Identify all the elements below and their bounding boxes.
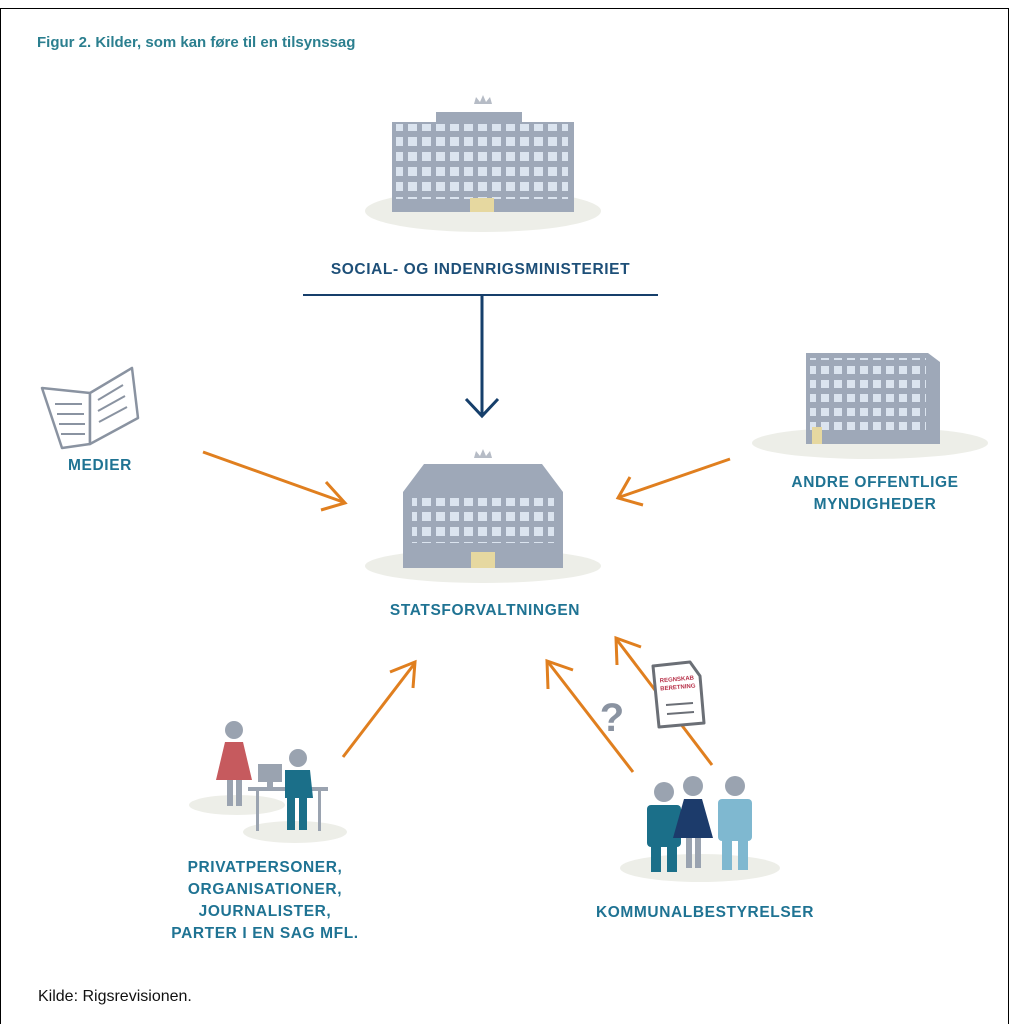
arrow-andre bbox=[615, 457, 731, 507]
open-book-icon bbox=[40, 366, 140, 450]
andre-myndigheder-label: ANDRE OFFENTLIGE MYNDIGHEDER bbox=[760, 472, 990, 516]
ministry-building-icon bbox=[365, 95, 601, 232]
crown-icon bbox=[474, 449, 492, 458]
private-label-line-1: PRIVATPERSONER, bbox=[187, 859, 343, 876]
private-label-line-3: JOURNALISTER, bbox=[198, 903, 332, 920]
figure-title: Figur 2. Kilder, som kan føre til en til… bbox=[37, 34, 356, 51]
medier-label: MEDIER bbox=[68, 457, 132, 474]
office-building-icon bbox=[752, 353, 988, 459]
question-mark-icon: ? bbox=[600, 696, 624, 740]
arrow-private bbox=[341, 659, 417, 758]
arrow-medier bbox=[202, 450, 348, 512]
andre-label-line-2: MYNDIGHEDER bbox=[813, 496, 937, 513]
andre-label-line-1: ANDRE OFFENTLIGE bbox=[791, 474, 959, 491]
document-label-2: BERETNING bbox=[660, 683, 696, 692]
arrow-kommunal-left bbox=[545, 658, 635, 773]
document-label-1: REGNSKAB bbox=[660, 675, 695, 684]
private-persons-label: PRIVATPERSONER, ORGANISATIONER, JOURNALI… bbox=[150, 857, 380, 945]
people-desk-icon bbox=[189, 721, 347, 843]
private-label-line-2: ORGANISATIONER, bbox=[187, 881, 343, 898]
group-of-people-icon bbox=[620, 776, 780, 882]
crowned-building-icon bbox=[365, 449, 601, 583]
source-note: Kilde: Rigsrevisionen. bbox=[38, 988, 192, 1005]
ministry-arrow bbox=[464, 295, 500, 419]
statsforvaltningen-label: STATSFORVALTNINGEN bbox=[389, 602, 581, 619]
crown-icon bbox=[474, 95, 492, 104]
private-label-line-4: PARTER I EN SAG MFL. bbox=[171, 925, 359, 942]
document-icon: REGNSKAB BERETNING bbox=[651, 660, 706, 729]
figure-frame bbox=[0, 8, 1009, 1024]
ministry-label: SOCIAL- OG INDENRIGSMINISTERIET bbox=[330, 261, 631, 278]
kommunalbestyrelser-label: KOMMUNALBESTYRELSER bbox=[595, 904, 815, 921]
